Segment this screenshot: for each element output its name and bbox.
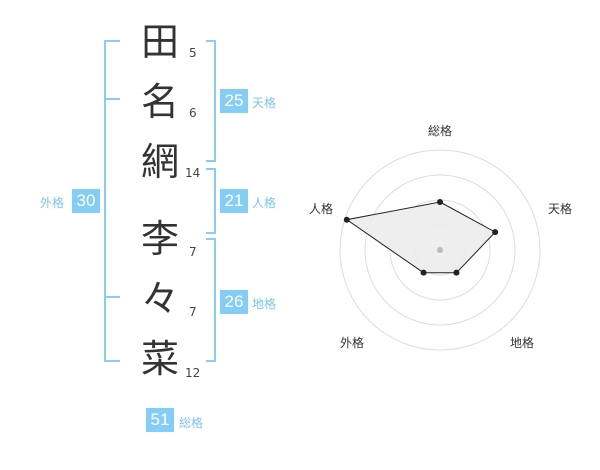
gaikaku-label: 外格 <box>40 196 65 210</box>
radar-chart <box>339 149 541 351</box>
chikaku-bracket <box>206 238 216 362</box>
radar-point <box>453 269 460 276</box>
soukaku-value: 51 <box>146 408 174 432</box>
radar-axis-jinkaku: 人格 <box>309 202 334 216</box>
radar-point <box>492 229 499 236</box>
stroke-count-2: 6 <box>189 106 197 120</box>
radar-point <box>343 216 350 223</box>
radar-points <box>343 199 499 276</box>
tenkaku-label: 天格 <box>252 96 277 110</box>
chikaku-value: 26 <box>220 290 248 314</box>
name-char-6: 菜 <box>140 337 179 381</box>
name-char-1: 田 <box>140 20 179 64</box>
radar-point <box>437 199 443 205</box>
radar-point <box>420 269 427 276</box>
tenkaku-value: 25 <box>220 89 248 113</box>
gaikaku-bracket <box>104 40 120 362</box>
gaikaku-value: 30 <box>72 189 100 213</box>
radar-center <box>437 247 443 253</box>
radar-axis-tenkaku: 天格 <box>548 202 573 216</box>
gaikaku-tick-1 <box>104 98 120 100</box>
stroke-count-5: 7 <box>189 305 197 319</box>
chikaku-label: 地格 <box>252 297 277 311</box>
stroke-count-1: 5 <box>189 46 197 60</box>
radar-axis-chikaku: 地格 <box>510 336 535 350</box>
jinkaku-bracket <box>206 168 216 234</box>
radar-axis-soukaku: 総格 <box>428 124 453 138</box>
jinkaku-label: 人格 <box>252 196 277 210</box>
name-char-4: 李 <box>140 217 179 261</box>
stroke-count-6: 12 <box>185 366 201 380</box>
radar-ring <box>339 149 541 351</box>
radar-axis-gaikaku: 外格 <box>340 336 365 350</box>
tenkaku-bracket <box>206 40 216 162</box>
stroke-count-3: 14 <box>185 166 201 180</box>
radar-area <box>345 201 497 274</box>
gaikaku-tick-2 <box>104 296 120 298</box>
radar-ring <box>364 174 516 326</box>
stroke-count-4: 7 <box>189 245 197 259</box>
jinkaku-value: 21 <box>220 189 248 213</box>
name-char-2: 名 <box>140 80 179 124</box>
name-char-5: 々 <box>140 277 179 321</box>
soukaku-label: 総格 <box>179 416 204 430</box>
name-char-3: 網 <box>140 140 179 184</box>
